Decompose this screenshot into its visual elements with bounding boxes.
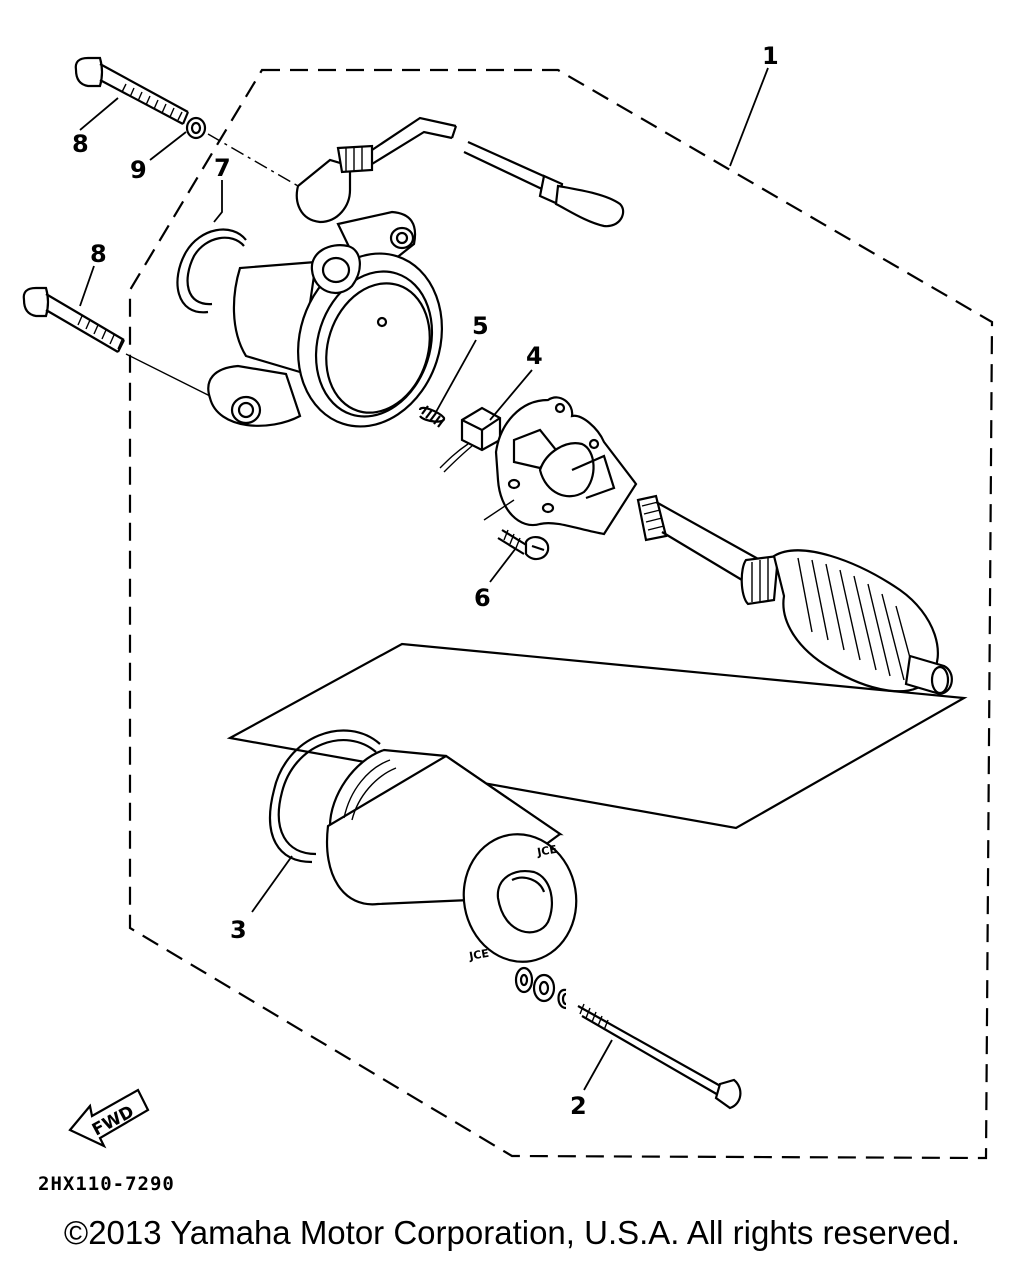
yoke-washers: [514, 966, 567, 1010]
o-ring-front: [176, 228, 247, 314]
callout-8-lower: 8: [90, 240, 107, 268]
callout-2: 2: [570, 1092, 587, 1120]
callout-5: 5: [472, 312, 489, 340]
svg-text:JCE: JCE: [467, 947, 490, 963]
armature: [636, 494, 953, 696]
svg-text:JCE: JCE: [535, 843, 558, 859]
leader-lines: [79, 67, 769, 1091]
drawing-code: 2HX110-7290: [38, 1173, 175, 1195]
callout-4: 4: [526, 342, 543, 370]
lead-wire: [295, 116, 625, 228]
bolt-top: [74, 56, 190, 125]
brush-spring: [418, 405, 446, 428]
callout-6: 6: [474, 584, 491, 612]
assembly-boundary: [128, 68, 994, 1160]
brush-holder: [494, 396, 638, 536]
bolt-lower: [22, 286, 125, 353]
washer: [185, 116, 207, 140]
copyright-notice: ©2013 Yamaha Motor Corporation, U.S.A. A…: [63, 1214, 961, 1251]
callout-9: 9: [130, 156, 147, 184]
yoke-plane: [226, 642, 968, 830]
callout-3: 3: [230, 916, 247, 944]
fwd-arrow: FWD: [68, 1088, 150, 1149]
callout-8-top: 8: [72, 130, 89, 158]
through-bolt: [577, 1003, 742, 1110]
o-ring-rear: [269, 729, 381, 864]
yoke: JCE JCE: [325, 748, 578, 963]
callout-1: 1: [762, 42, 779, 70]
screw: [497, 529, 550, 561]
front-housing: [207, 210, 444, 428]
callout-7: 7: [214, 154, 231, 182]
